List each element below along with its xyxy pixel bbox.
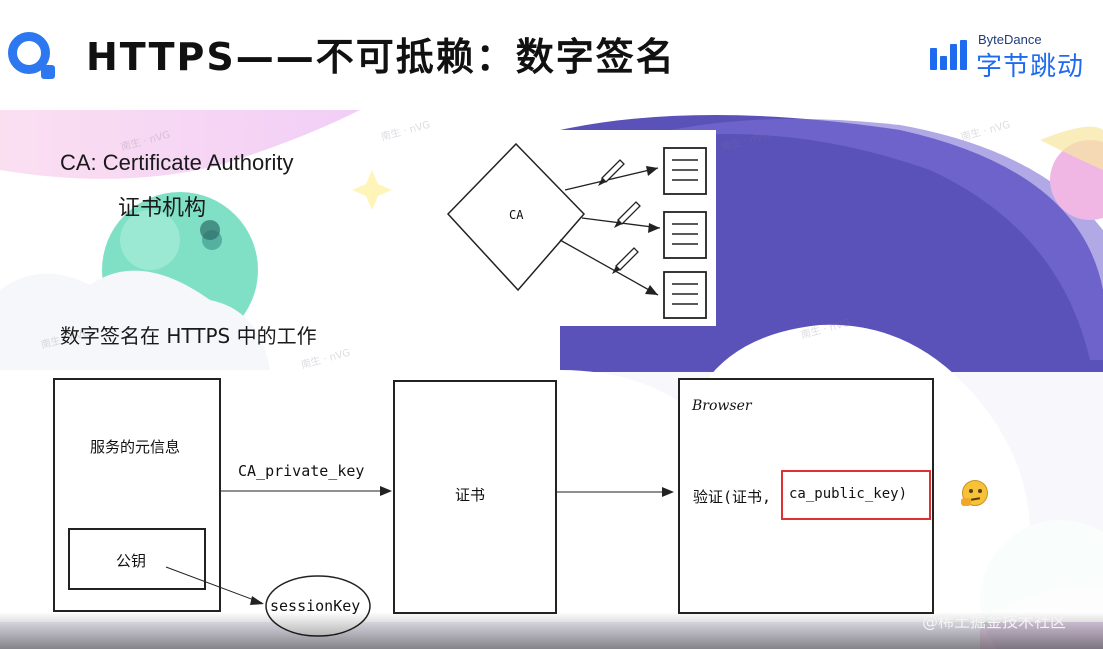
bytedance-logo: ByteDance 字节跳动 <box>928 32 1088 80</box>
ca-heading: CA: Certificate Authority <box>60 150 294 176</box>
public-key-label: 公钥 <box>116 550 146 571</box>
app-logo-icon <box>8 32 50 74</box>
certificate-doc-icon <box>664 148 706 194</box>
slide-title: HTTPS——不可抵赖：数字签名 <box>86 26 676 81</box>
juejin-watermark: @稀土掘金技术社区 <box>922 608 1066 632</box>
ca-subheading: 证书机构 <box>118 190 206 222</box>
browser-title: Browser <box>692 398 752 414</box>
server-meta-label: 服务的元信息 <box>90 436 180 457</box>
ca-private-key-label: CA_private_key <box>238 462 364 480</box>
brand-chinese: 字节跳动 <box>976 46 1084 83</box>
certificate-doc-icon <box>664 272 706 318</box>
slide-content: CA: Certificate Authority 证书机构 数字签名在 HTT… <box>0 110 1103 649</box>
ca-diagram <box>432 130 732 330</box>
ca-node-label: CA <box>509 208 523 222</box>
ca-public-key-label: ca_public_key) <box>789 486 907 502</box>
verify-label: 验证(证书, <box>693 486 771 507</box>
thinking-face-icon <box>962 480 988 506</box>
certificate-label: 证书 <box>455 484 485 505</box>
pen-icon <box>612 248 638 274</box>
slide-header: HTTPS——不可抵赖：数字签名 ByteDance 字节跳动 <box>0 0 1103 110</box>
certificate-doc-icon <box>664 212 706 258</box>
pen-icon <box>598 160 624 186</box>
section-heading: 数字签名在 HTTPS 中的工作 <box>60 320 317 349</box>
brand-english: ByteDance <box>978 32 1042 47</box>
